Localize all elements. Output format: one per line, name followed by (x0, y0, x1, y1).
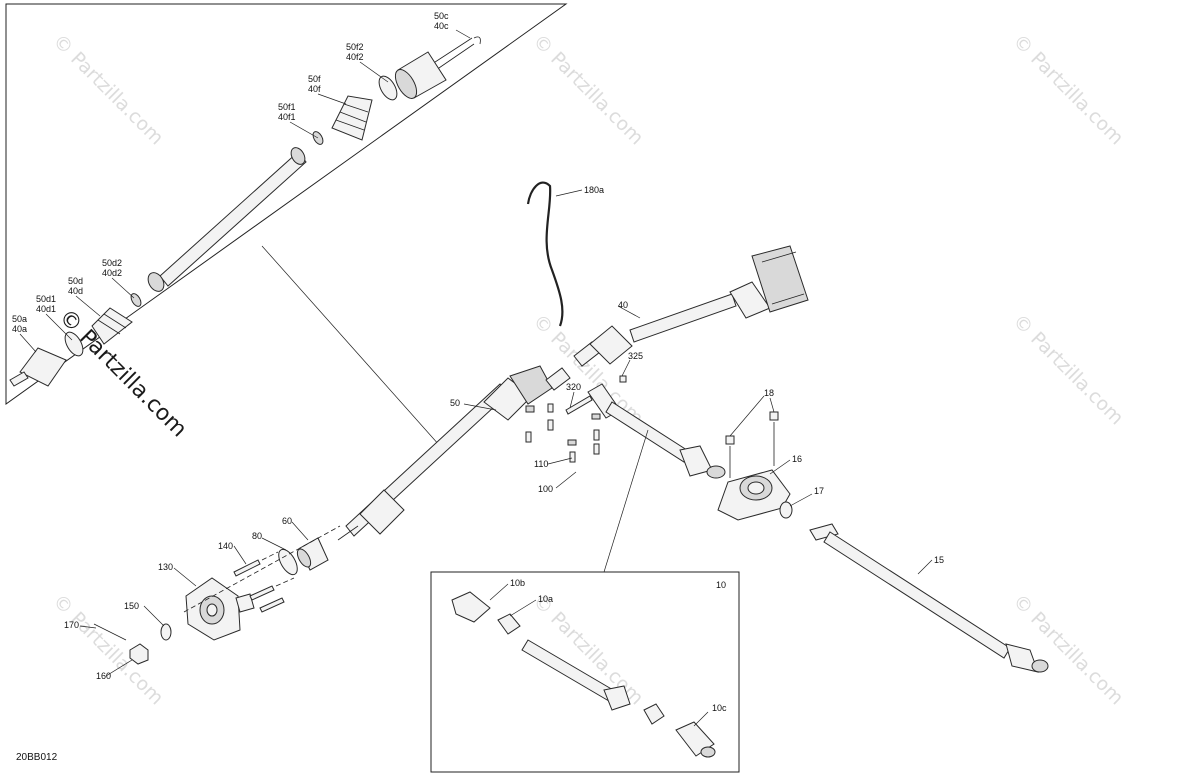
wheel-studs-140 (233, 551, 295, 613)
callout-label: 16 (792, 454, 802, 464)
shaft-10-section (521, 639, 631, 711)
hardware-bolts (525, 375, 627, 463)
watermark-text: © Partzilla.com (48, 590, 167, 709)
callout-label: 50d (68, 276, 83, 286)
callout-label: 40a (12, 324, 27, 334)
u-joint-10a-lower (643, 703, 665, 725)
watermark-text: © Partzilla.com (528, 590, 647, 709)
watermark-text: © Partzilla.com (528, 30, 647, 149)
inset-outer-ring (64, 331, 84, 357)
callout-label: 140 (218, 541, 233, 551)
inset-leaders (19, 29, 471, 353)
center-bearing-16 (717, 411, 791, 521)
callout-label: 10c (712, 703, 727, 713)
yoke-10b (451, 591, 491, 623)
main-leaders (79, 189, 933, 727)
inset-detail-frame (5, 3, 568, 405)
callout-label: 50a (12, 314, 27, 324)
callout-label: 50 (450, 398, 460, 408)
callout-label: 50f2 (346, 42, 364, 52)
callout-label: 50d2 (102, 258, 122, 268)
cotter-pin-170 (93, 623, 127, 641)
callout-label: 40f1 (278, 112, 296, 122)
callout-label: 320 (566, 382, 581, 392)
nut-160 (129, 643, 149, 665)
prop-shaft-front (587, 383, 726, 479)
wire-harness-180a (526, 181, 564, 327)
callout-label: 18 (764, 388, 774, 398)
callout-label: 10a (538, 594, 553, 604)
inset-outer-boot (91, 307, 133, 345)
callout-label: 60 (282, 516, 292, 526)
detail-box-10 (430, 571, 740, 773)
u-joint-10a (497, 613, 521, 635)
callout-label: 50f1 (278, 102, 296, 112)
callout-label: 40d2 (102, 268, 122, 278)
prop-shaft-15 (809, 523, 1049, 673)
callout-label: 110 (534, 459, 548, 469)
retaining-ring-17 (779, 501, 793, 519)
callout-label: 150 (124, 601, 139, 611)
inset-cv-housing (394, 36, 481, 99)
inset-outer-cv (9, 347, 67, 387)
callout-label: 180a (584, 185, 604, 195)
inset-clamp-ring (378, 75, 398, 101)
axis-line (183, 525, 341, 613)
callout-label: 40c (434, 21, 449, 31)
yoke-10c (675, 721, 716, 758)
callout-labels: 50c 40c 50f2 40f2 50f 40f 50f1 40f1 50d2… (12, 11, 944, 763)
callout-label: 325 (628, 351, 643, 361)
washer-150 (160, 623, 172, 641)
diagram-code: 20BB012 (16, 752, 58, 763)
watermark-text: © Partzilla.com (1008, 30, 1127, 149)
callout-label: 40f2 (346, 52, 364, 62)
inset-outer-clamp (130, 293, 142, 307)
inset-shaft (147, 147, 307, 292)
detail-connector-line (603, 429, 649, 573)
callout-label: 40d (68, 286, 83, 296)
watermark-text: © Partzilla.com (48, 30, 167, 149)
callout-label: 170 (64, 620, 79, 630)
callout-label: 40 (618, 300, 628, 310)
callout-label: 160 (96, 671, 111, 681)
callout-label: 100 (538, 484, 553, 494)
callout-label: 10b (510, 578, 525, 588)
callout-label: 50c (434, 11, 449, 21)
drive-shaft-40 (573, 245, 809, 367)
inset-connector-line (261, 245, 441, 447)
drive-shaft-50 (337, 365, 571, 541)
bearing-60 (296, 537, 329, 571)
wheel-hub-130 (185, 577, 255, 641)
callout-label: 80 (252, 531, 262, 541)
inset-boot (331, 95, 373, 141)
callout-label: 50d1 (36, 294, 56, 304)
callout-label: 50f (308, 74, 321, 84)
watermark-text: © Partzilla.com (528, 310, 647, 429)
callout-label: 15 (934, 555, 944, 565)
callout-label: 10 (716, 580, 726, 590)
callout-label: 40d1 (36, 304, 56, 314)
callout-label: 40f (308, 84, 321, 94)
snap-ring-80 (278, 548, 298, 576)
callout-label: 17 (814, 486, 824, 496)
callout-label: 130 (158, 562, 173, 572)
watermark-text: © Partzilla.com (1008, 310, 1127, 429)
